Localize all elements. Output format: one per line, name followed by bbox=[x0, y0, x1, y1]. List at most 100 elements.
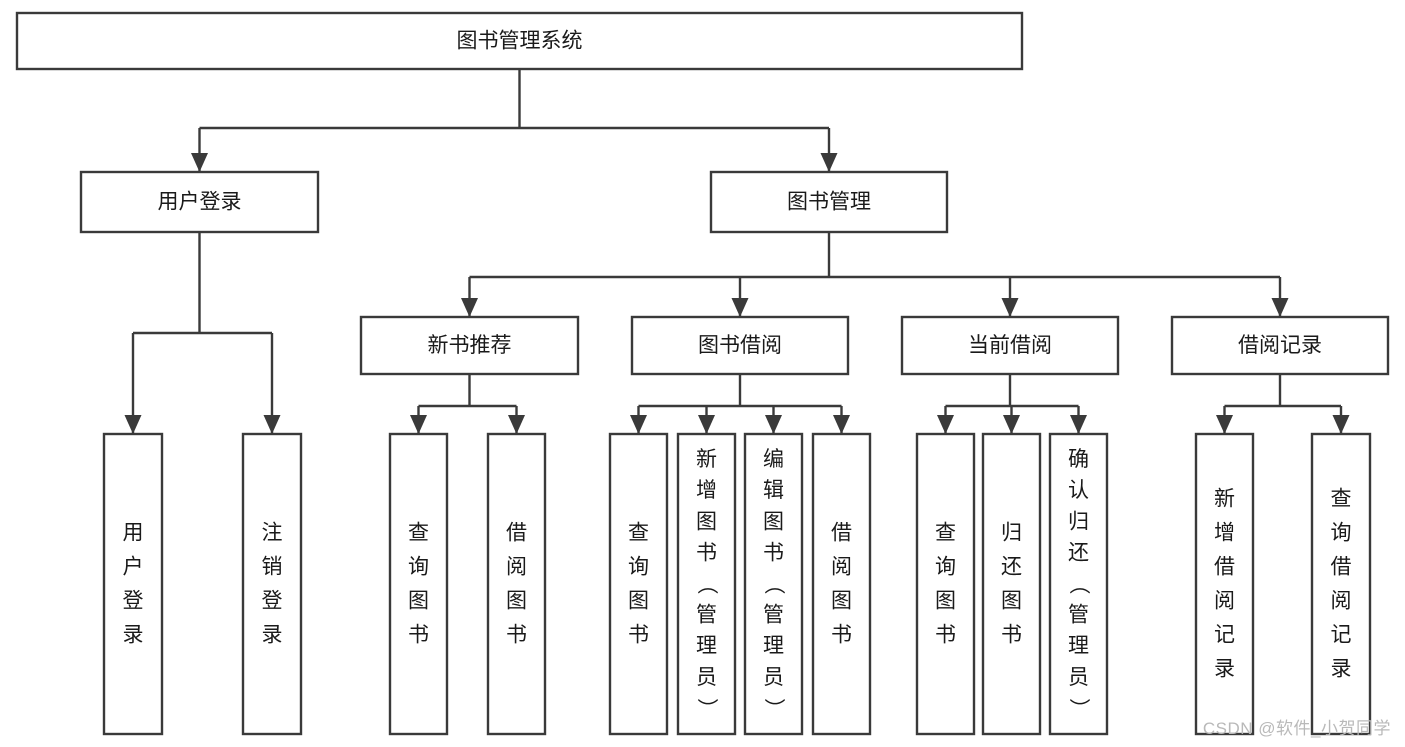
node-book-management[interactable]: 图书管理 bbox=[709, 170, 949, 234]
node-leaf-borrow-book-rec-char: 图 bbox=[506, 590, 527, 613]
node-leaf-add-book-admin-char: 员 bbox=[696, 666, 717, 689]
node-leaf-add-book-admin-char: 图 bbox=[696, 510, 717, 533]
node-user-login-label: 用户登录 bbox=[158, 191, 242, 214]
node-leaf-edit-book-admin-char: 管 bbox=[763, 604, 784, 627]
node-leaf-query-borrow-record-char: 借 bbox=[1331, 556, 1352, 579]
arrow-head-icon-leaf-user-login bbox=[124, 415, 142, 434]
arrow-head-icon-leaf-return-book bbox=[1003, 415, 1020, 434]
node-leaf-confirm-return-admin-char: 还 bbox=[1068, 541, 1089, 564]
node-leaf-add-borrow-record-box[interactable] bbox=[1194, 432, 1255, 736]
node-leaf-confirm-return-admin-char: 确 bbox=[1068, 448, 1089, 471]
node-leaf-borrow-book-box[interactable] bbox=[811, 432, 872, 736]
node-leaf-query-book-current-char: 图 bbox=[935, 590, 956, 613]
node-book-borrow[interactable]: 图书借阅 bbox=[630, 315, 850, 376]
arrow-head-icon-borrow-records bbox=[1271, 298, 1289, 317]
node-root-system-box[interactable] bbox=[15, 11, 1024, 71]
node-leaf-query-book-rec-char: 书 bbox=[408, 624, 429, 647]
node-leaf-logout-login-box[interactable] bbox=[241, 432, 303, 736]
node-book-management-label: 图书管理 bbox=[787, 191, 871, 214]
node-leaf-user-login-char: 户 bbox=[123, 556, 144, 579]
arrow-head-icon-leaf-edit-book-admin bbox=[765, 415, 782, 434]
node-leaf-query-book-borrow-box[interactable] bbox=[608, 432, 669, 736]
node-leaf-edit-book-admin-char: ） bbox=[762, 698, 785, 719]
node-leaf-add-borrow-record-char: 阅 bbox=[1214, 590, 1235, 613]
arrow-head-icon-leaf-confirm-return-admin bbox=[1070, 415, 1087, 434]
node-user-login[interactable]: 用户登录 bbox=[79, 170, 320, 234]
node-book-borrow-label: 图书借阅 bbox=[698, 334, 782, 357]
node-new-book-recommend-box[interactable] bbox=[359, 315, 580, 376]
node-new-book-recommend[interactable]: 新书推荐 bbox=[359, 315, 580, 376]
node-leaf-logout-login-char: 登 bbox=[262, 590, 283, 613]
node-leaf-add-borrow-record-char: 借 bbox=[1214, 556, 1235, 579]
node-leaf-add-book-admin-char: 增 bbox=[696, 479, 717, 502]
node-leaf-confirm-return-admin-char: 归 bbox=[1068, 510, 1089, 533]
node-leaf-add-book-admin-char: 管 bbox=[696, 604, 717, 627]
arrow-head-icon-leaf-add-book-admin bbox=[698, 415, 715, 434]
arrow-head-icon-current-borrow bbox=[1001, 298, 1019, 317]
node-leaf-user-login-char: 录 bbox=[123, 624, 144, 647]
arrow-head-icon-book-borrow bbox=[731, 298, 749, 317]
node-book-borrow-box[interactable] bbox=[630, 315, 850, 376]
arrow-head-icon-leaf-query-book-borrow bbox=[630, 415, 647, 434]
arrow-head-icon-leaf-query-book-current bbox=[937, 415, 954, 434]
node-leaf-edit-book-admin-box[interactable] bbox=[743, 432, 804, 736]
arrow-head-icon-leaf-logout-login bbox=[263, 415, 281, 434]
node-leaf-query-borrow-record-char: 记 bbox=[1331, 624, 1352, 647]
node-user-login-box[interactable] bbox=[79, 170, 320, 234]
node-leaf-add-book-admin-char: ） bbox=[695, 698, 718, 719]
arrow-head-icon-leaf-add-borrow-record bbox=[1216, 415, 1233, 434]
node-leaf-user-login-box[interactable] bbox=[102, 432, 164, 736]
node-leaf-query-book-borrow-char: 书 bbox=[628, 624, 649, 647]
node-leaf-return-book-box[interactable] bbox=[981, 432, 1042, 736]
arrow-head-icon-user-login bbox=[191, 153, 208, 172]
node-leaf-add-book-admin-char: （ bbox=[695, 574, 718, 595]
arrow-head-icon-leaf-query-book-rec bbox=[410, 415, 427, 434]
node-leaf-query-book-current-char: 查 bbox=[935, 522, 956, 545]
node-leaf-edit-book-admin-char: 书 bbox=[763, 541, 784, 564]
node-leaf-confirm-return-admin-char: 员 bbox=[1068, 666, 1089, 689]
watermark-label: CSDN @软件_小贺同学 bbox=[1202, 719, 1391, 738]
node-leaf-add-borrow-record-char: 新 bbox=[1214, 488, 1235, 511]
node-leaf-user-login-char: 用 bbox=[123, 522, 144, 545]
node-leaf-confirm-return-admin-char: 管 bbox=[1068, 604, 1089, 627]
node-book-management-box[interactable] bbox=[709, 170, 949, 234]
node-leaf-query-borrow-record-char: 录 bbox=[1331, 658, 1352, 681]
node-leaf-query-borrow-record-char: 询 bbox=[1331, 522, 1352, 545]
node-leaf-confirm-return-admin-box[interactable] bbox=[1048, 432, 1109, 736]
node-leaf-borrow-book-char: 借 bbox=[831, 522, 852, 545]
node-leaf-confirm-return-admin-char: 理 bbox=[1068, 635, 1089, 658]
node-leaf-edit-book-admin-char: 辑 bbox=[763, 479, 784, 502]
node-leaf-borrow-book-rec-box[interactable] bbox=[486, 432, 547, 736]
node-leaf-query-book-current-char: 询 bbox=[935, 556, 956, 579]
node-leaf-return-book-char: 书 bbox=[1001, 624, 1022, 647]
node-leaf-query-book-current-box[interactable] bbox=[915, 432, 976, 736]
node-leaf-add-borrow-record-char: 记 bbox=[1214, 624, 1235, 647]
node-root-system[interactable]: 图书管理系统 bbox=[15, 11, 1024, 71]
node-leaf-user-login[interactable]: 用户登录 bbox=[102, 432, 164, 736]
node-borrow-records-box[interactable] bbox=[1170, 315, 1390, 376]
node-current-borrow[interactable]: 当前借阅 bbox=[900, 315, 1120, 376]
node-leaf-borrow-book-rec-char: 阅 bbox=[506, 556, 527, 579]
node-borrow-records[interactable]: 借阅记录 bbox=[1170, 315, 1390, 376]
node-leaf-query-book-rec-box[interactable] bbox=[388, 432, 449, 736]
node-leaf-return-book-char: 图 bbox=[1001, 590, 1022, 613]
node-leaf-query-borrow-record-box[interactable] bbox=[1310, 432, 1372, 736]
node-leaf-add-book-admin-box[interactable] bbox=[676, 432, 737, 736]
arrow-head-icon-leaf-query-borrow-record bbox=[1332, 415, 1350, 434]
node-current-borrow-box[interactable] bbox=[900, 315, 1120, 376]
node-leaf-edit-book-admin-char: 图 bbox=[763, 510, 784, 533]
